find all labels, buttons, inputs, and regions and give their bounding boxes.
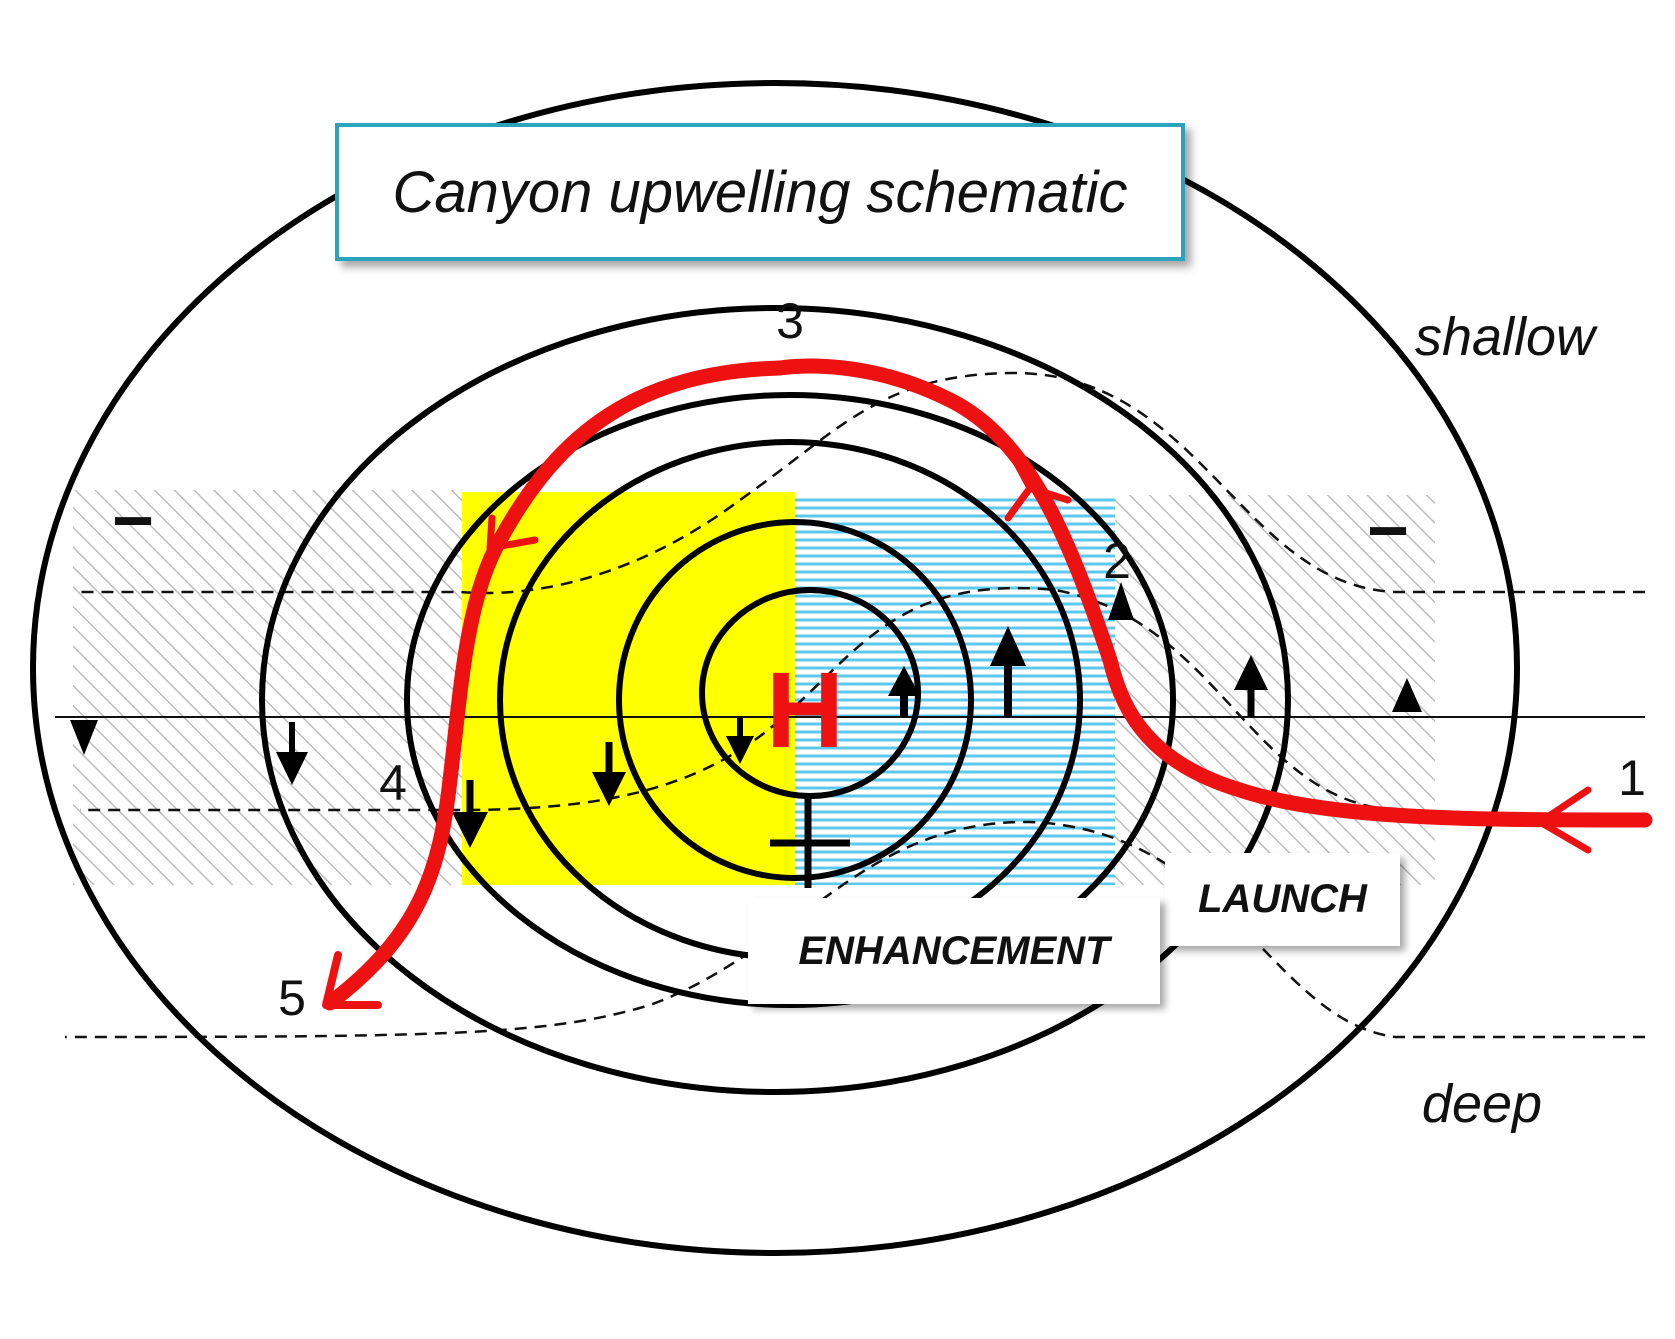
contour-5: [616, 519, 974, 881]
isobath-mid-right: [779, 586, 1396, 812]
down-arrow-edge-left: [70, 720, 98, 755]
up-arrow-right-1: [1108, 582, 1134, 620]
up-arrow-right-2: [1234, 655, 1268, 717]
diagram-title: Canyon upwelling schematic: [392, 159, 1128, 225]
stage-number-1: 1: [1618, 750, 1646, 806]
arrowhead-1: [1536, 786, 1592, 854]
arrowhead-2-left: [1004, 484, 1034, 522]
contour-2: [259, 305, 1291, 1095]
deep-label: deep: [1422, 1074, 1542, 1134]
red-trajectory: [322, 358, 1653, 1011]
arrowhead-3: [486, 514, 539, 552]
down-arrow-left-2: [452, 780, 488, 848]
arrowhead-4: [322, 951, 382, 1009]
flow-arrows: [70, 582, 1422, 848]
enhancement-label: ENHANCEMENT: [798, 928, 1110, 973]
stage-number-2: 2: [1103, 533, 1131, 589]
shallow-label: shallow: [1415, 307, 1598, 367]
up-arrow-mid: [990, 626, 1026, 717]
plus-marker: [770, 796, 850, 888]
contour-1: [30, 80, 1520, 1256]
down-arrow-left-1: [276, 722, 308, 785]
minus-left: −: [112, 481, 154, 561]
title-box: Canyon upwelling schematic: [335, 123, 1185, 261]
launch-label: LAUNCH: [1198, 877, 1367, 921]
down-arrow-inner: [726, 718, 754, 764]
enhancement-label-box: ENHANCEMENT: [748, 898, 1160, 1004]
launch-label-box: LAUNCH: [1165, 853, 1400, 946]
down-arrow-left-3: [592, 742, 626, 806]
gray-hatch-left: [73, 490, 463, 885]
stage-number-4: 4: [379, 755, 407, 811]
minus-right: −: [1367, 491, 1409, 571]
stage-number-3: 3: [776, 293, 804, 349]
up-arrow-edge-right: [1392, 678, 1422, 712]
trajectory-path: [322, 358, 1653, 1011]
up-arrow-inner: [888, 666, 920, 717]
high-pressure-symbol: H: [766, 649, 844, 770]
contour-3: [404, 392, 1176, 1008]
stage-number-5: 5: [278, 970, 306, 1026]
blue-hatch-region: [795, 495, 1115, 885]
yellow-region: [462, 492, 795, 885]
